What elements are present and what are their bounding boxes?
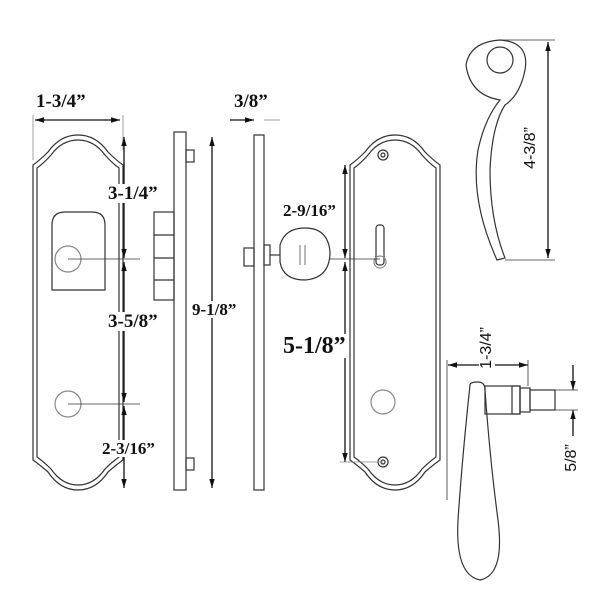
dim-lever-to-cylinder: 3-5/8”: [108, 311, 158, 332]
dim-spindle-diameter: 5/8”: [562, 444, 580, 472]
dim-lever-height: 4-3/8”: [521, 127, 539, 169]
back-plate-outline: [349, 134, 441, 491]
dim-cylinder-to-bottom: 2-3/16”: [102, 439, 155, 458]
dim-plate-thickness: 3/8”: [234, 91, 268, 112]
dim-lever-projection: 1-3/4”: [477, 327, 495, 369]
dim-top-to-lever: 3-1/4”: [108, 183, 158, 204]
side-plate-1: [153, 131, 195, 491]
side-plate-2: [243, 134, 331, 491]
dim-plate-width: 1-3/4”: [36, 91, 86, 112]
dim-thumbturn-offset: 2-9/16”: [283, 201, 336, 220]
dim-plate-height: 9-1/8”: [192, 300, 237, 319]
side-lever-drawing: [457, 381, 556, 581]
dim-thumbturn-to-screw: 5-1/8”: [283, 333, 346, 359]
scroll-lever-drawing: [465, 39, 527, 261]
